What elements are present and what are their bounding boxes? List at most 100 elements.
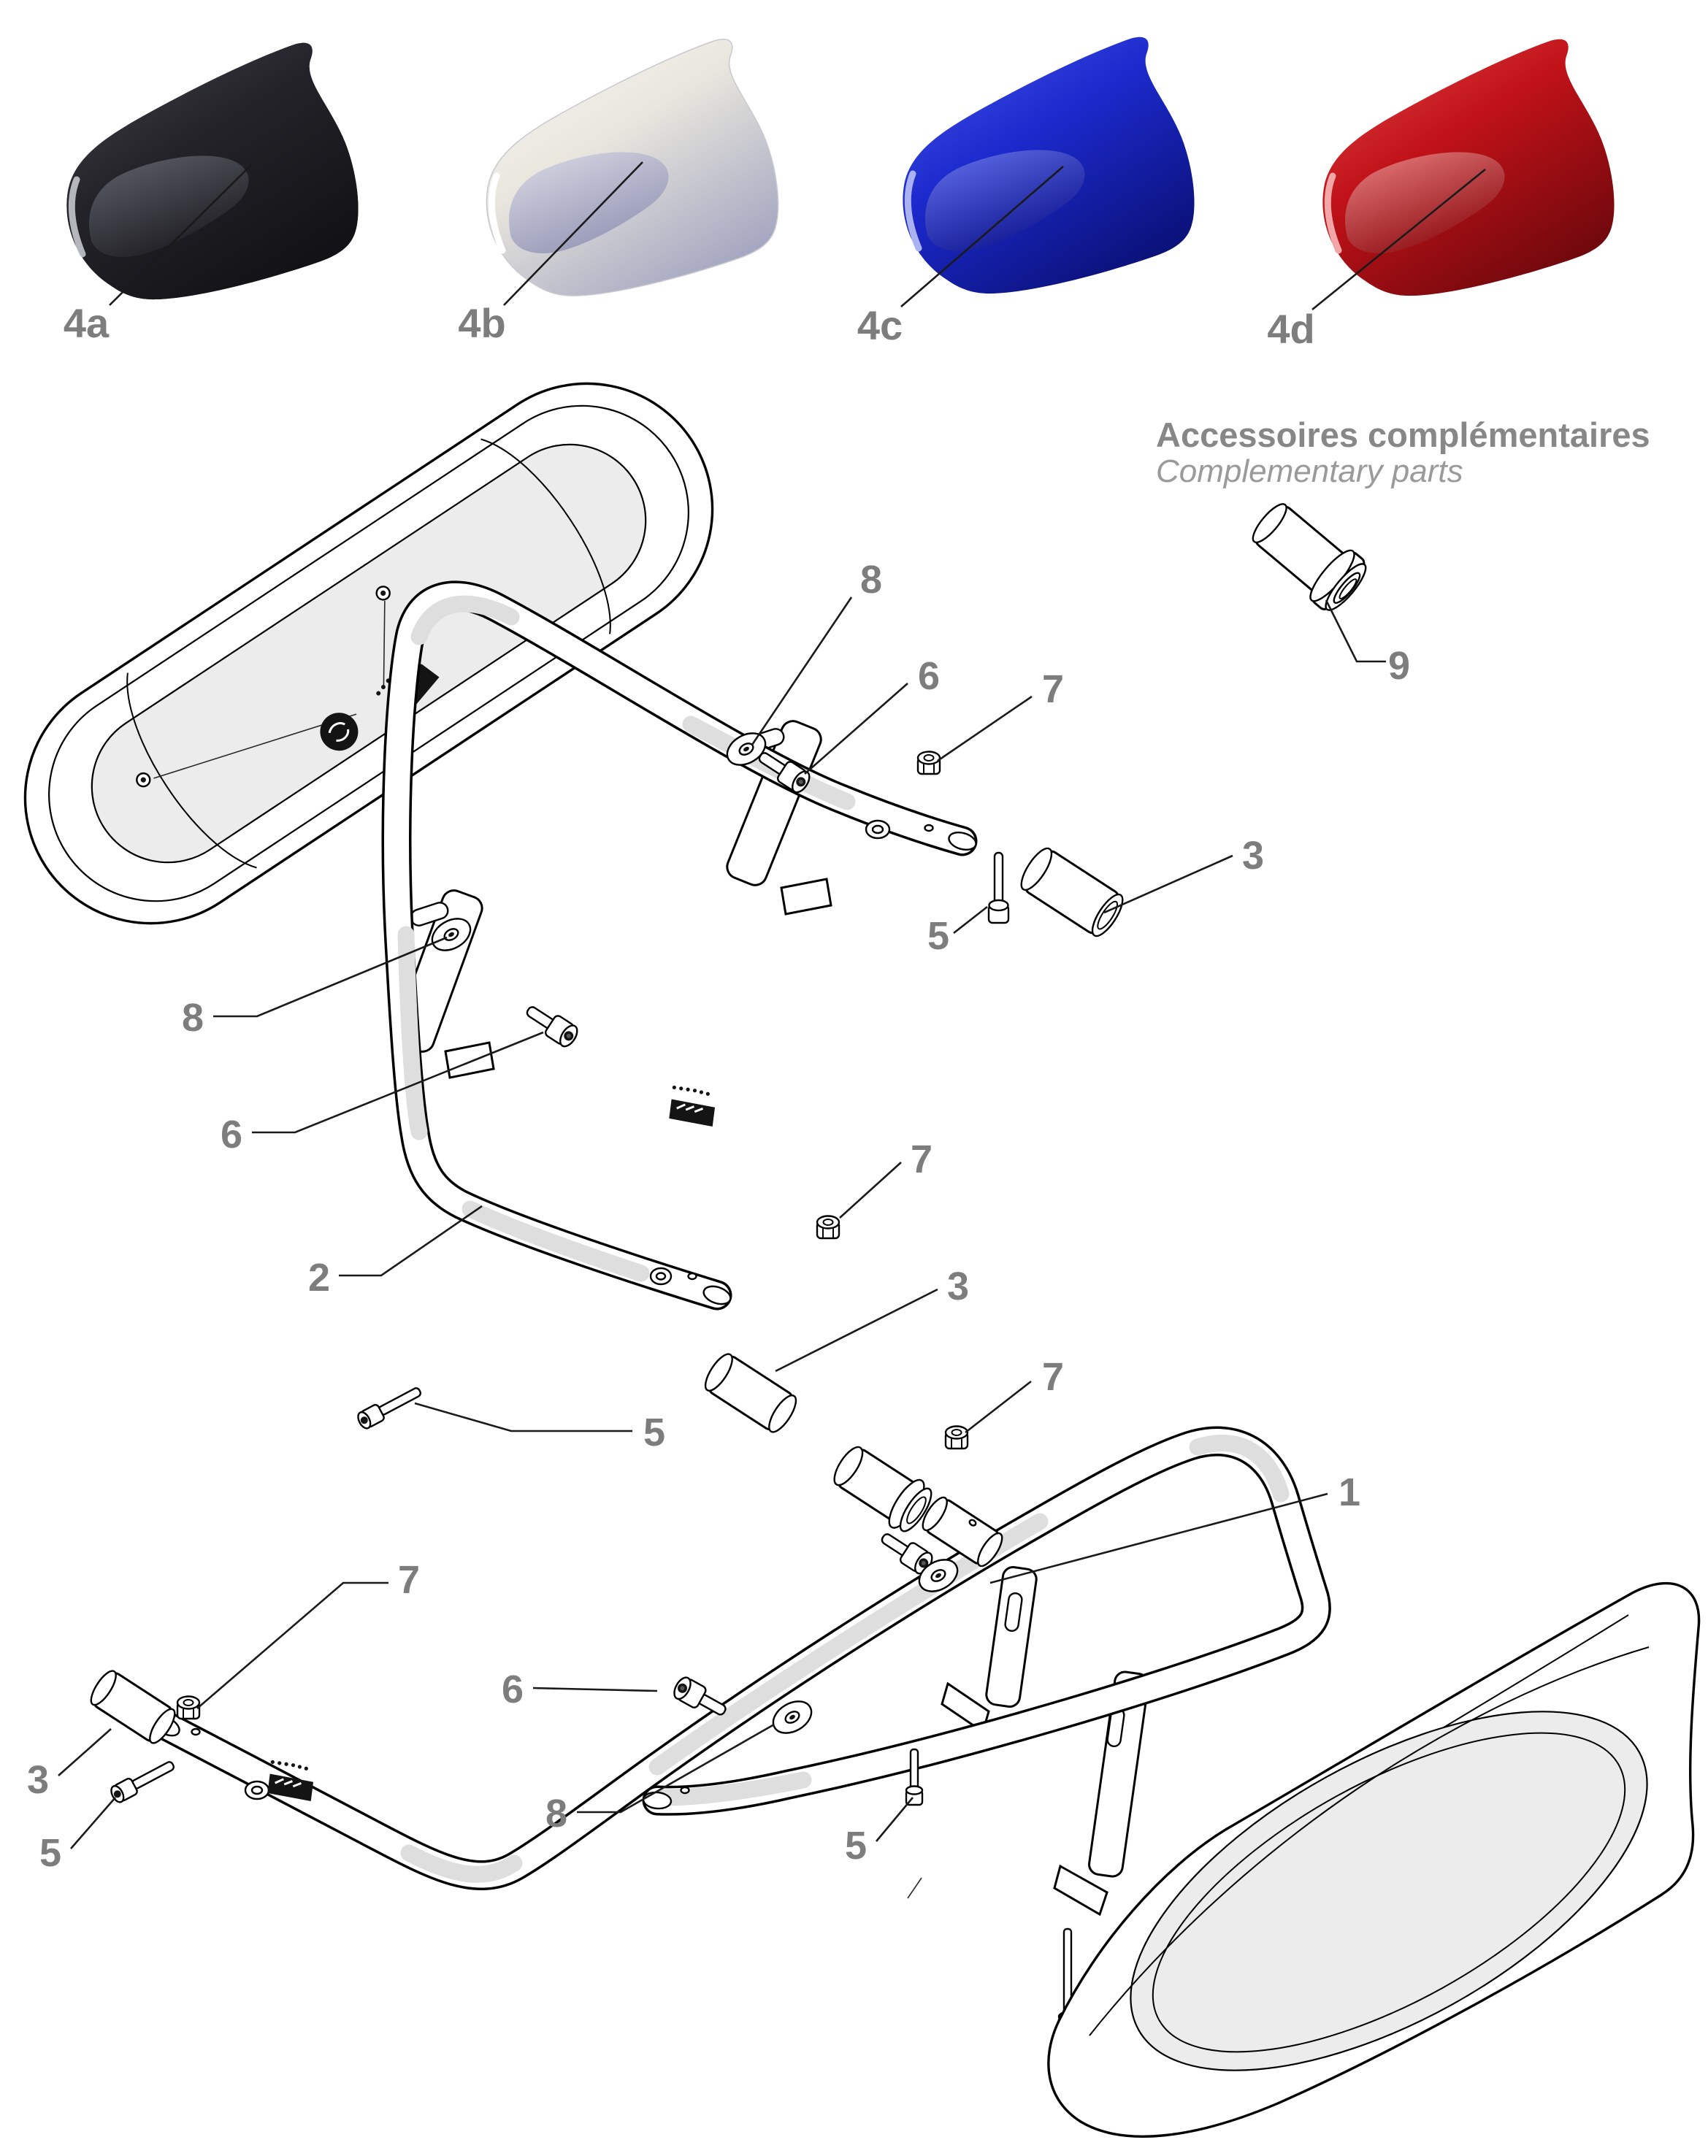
callout-3-bottomleft: 3 <box>27 1758 49 1802</box>
callout-4d: 4d <box>1267 306 1314 352</box>
bolt-5-bottomleft <box>107 1756 178 1806</box>
leader-4a <box>109 164 253 306</box>
nut-7-middle <box>816 1215 840 1240</box>
eyelet-tab <box>865 819 891 840</box>
leader-7-middle <box>839 1162 902 1219</box>
cap-4a-highlight <box>68 176 86 258</box>
lower-frame-tube <box>154 1429 1329 1888</box>
bolt-5-right <box>987 851 1010 924</box>
callout-1: 1 <box>1339 1470 1360 1514</box>
callout-7-bottomright: 7 <box>1042 1355 1064 1399</box>
cap-4d <box>1322 39 1615 296</box>
bottom-panel-face <box>1130 1711 1648 2071</box>
leader-8-left <box>213 936 448 1018</box>
leader-6-left <box>252 1031 544 1134</box>
bracket-foot <box>444 1041 495 1079</box>
lower-frame-bracket-2 <box>1053 1670 1149 1917</box>
leader-7-bottomright <box>965 1380 1032 1434</box>
callout-3-middle: 3 <box>947 1265 969 1308</box>
callout-6-bottom: 6 <box>502 1668 524 1711</box>
heading: Accessoires complémentaires Complementar… <box>1156 415 1650 489</box>
callout-4c: 4c <box>857 302 903 348</box>
cap-4b-highlight <box>488 172 506 254</box>
leader-5-upperleft <box>414 1402 632 1432</box>
top-panel-face <box>91 443 647 864</box>
cap-row: 4a 4b 4c 4d <box>64 37 1615 352</box>
leader-6-top <box>804 683 908 775</box>
callout-4a: 4a <box>64 300 110 346</box>
tube-shading <box>654 1771 812 1806</box>
cap-4c <box>903 37 1195 294</box>
screw-6-bottom <box>670 1673 732 1723</box>
spacer-3-middle <box>704 1353 797 1433</box>
callout-3-right: 3 <box>1242 834 1264 878</box>
callout-5-bottom: 5 <box>845 1824 867 1868</box>
cap-4c-highlight <box>904 170 922 252</box>
leader-7-bottomleft <box>196 1581 388 1709</box>
tube-hole <box>687 1272 697 1281</box>
bolt-5-upperleft <box>354 1382 425 1432</box>
cap-4a-scoop <box>89 156 249 257</box>
tube-open-end <box>702 1285 732 1305</box>
bottom-panel <box>907 1581 1701 2138</box>
tube-hole <box>680 1786 690 1795</box>
callout-7-top: 7 <box>1042 667 1064 711</box>
bracket-slot <box>1004 1592 1023 1633</box>
callout-4b: 4b <box>458 300 505 346</box>
lower-frame-bracket-1 <box>941 1566 1038 1734</box>
cap-4c-scoop <box>925 150 1085 251</box>
bottom-panel-seam <box>1089 1646 1650 2036</box>
round-logo-icon <box>320 713 359 751</box>
leader-7-top <box>937 695 1033 762</box>
top-panel-seam-left <box>126 672 257 869</box>
heading-french: Accessoires complémentaires <box>1156 415 1650 454</box>
leader-5-bottomleft <box>70 1797 116 1849</box>
nut-7-top <box>916 751 941 775</box>
callout-8-left: 8 <box>182 996 204 1040</box>
leader-3-middle <box>775 1288 938 1373</box>
callout-7-bottomleft: 7 <box>398 1558 420 1602</box>
cap-4d-highlight <box>1324 172 1342 254</box>
tube-shading <box>410 595 520 645</box>
leader-4b <box>503 161 643 306</box>
top-panel-hole-1-center <box>380 590 386 596</box>
top-panel-rim-line <box>48 404 689 902</box>
top-panel-hole-2-center <box>140 777 146 783</box>
nut-7-bottomleft <box>176 1695 201 1720</box>
leader-5-bottom <box>876 1797 914 1842</box>
callout-9: 9 <box>1388 644 1410 688</box>
leader-4d <box>1311 168 1486 311</box>
leader-1 <box>989 1492 1328 1584</box>
eyelet-tab <box>244 1780 270 1800</box>
nut-7-bottomright <box>944 1425 969 1450</box>
leader-3-right <box>1103 854 1233 914</box>
callout-8-top: 8 <box>860 558 882 602</box>
callout-6-left: 6 <box>221 1113 242 1156</box>
callout-5-bottomleft: 5 <box>39 1831 61 1875</box>
callout-8-bottom: 8 <box>545 1792 567 1835</box>
bottom-panel-tick <box>907 1877 922 1899</box>
heading-english: Complementary parts <box>1156 453 1463 489</box>
tube-hole <box>968 1519 977 1527</box>
part-9-bushing <box>1252 503 1367 611</box>
bracket-foot <box>1053 1864 1108 1917</box>
leader-4c <box>900 166 1064 307</box>
leader-2 <box>339 1205 483 1277</box>
brand-badge-icon <box>657 1075 727 1139</box>
tube-shading <box>462 1200 650 1282</box>
callout-7-middle: 7 <box>911 1138 932 1181</box>
screw-6-left <box>521 999 582 1051</box>
tube-sleeve <box>922 1496 1003 1568</box>
callout-2: 2 <box>308 1256 330 1300</box>
cap-4d-scoop <box>1345 152 1505 253</box>
top-panel-seam-right <box>480 438 611 634</box>
cap-4b <box>486 39 779 296</box>
cap-4a <box>66 42 359 300</box>
callout-5-upperleft: 5 <box>643 1411 665 1454</box>
tube-open-end <box>948 832 977 851</box>
leader-3-bottomleft <box>58 1728 112 1776</box>
eyelet-tab <box>649 1267 673 1286</box>
leader-5-right <box>953 905 988 935</box>
